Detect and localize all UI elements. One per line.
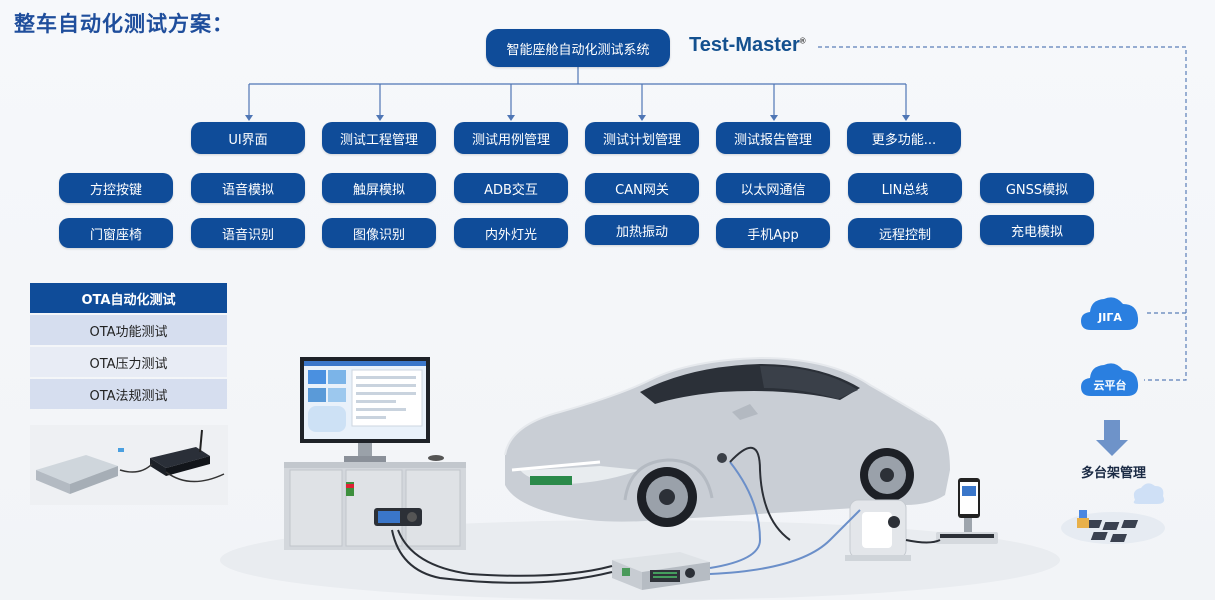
- category-plan-management: 测试计划管理: [585, 122, 699, 154]
- category-report-management: 测试报告管理: [716, 122, 830, 154]
- ota-device-photo: [30, 425, 228, 505]
- category-ui: UI界面: [191, 122, 305, 154]
- cloud-platform-label: 云平台: [1093, 379, 1127, 392]
- ota-item-function: OTA功能测试: [30, 315, 227, 345]
- test-cabinet: [284, 462, 466, 550]
- jira-label: JIГA: [1098, 311, 1122, 324]
- feature-doors-seats: 门窗座椅: [59, 218, 173, 248]
- ota-item-stress: OTA压力测试: [30, 347, 227, 377]
- feature-remote-control: 远程控制: [848, 218, 962, 248]
- gateway-device: [612, 552, 710, 590]
- test-master-logo: Test-Master®: [689, 34, 806, 56]
- feature-lights: 内外灯光: [454, 218, 568, 248]
- feature-voice-sim: 语音模拟: [191, 173, 305, 203]
- ota-header: OTA自动化测试: [30, 283, 227, 313]
- feature-voice-recognition: 语音识别: [191, 218, 305, 248]
- page-title: 整车自动化测试方案：: [14, 12, 234, 36]
- feature-heating-vibration: 加热振动: [585, 215, 699, 245]
- category-project-management: 测试工程管理: [322, 122, 436, 154]
- feature-touch-sim: 触屏模拟: [322, 173, 436, 203]
- category-more: 更多功能...: [847, 122, 961, 154]
- car: [504, 356, 950, 527]
- feature-ethernet: 以太网通信: [716, 173, 830, 203]
- ota-panel: OTA自动化测试 OTA功能测试 OTA压力测试 OTA法规测试: [30, 283, 227, 411]
- monitor: [300, 357, 444, 462]
- multi-rack-label: 多台架管理: [1081, 466, 1147, 481]
- feature-charging-sim: 充电模拟: [980, 215, 1094, 245]
- feature-image-recognition: 图像识别: [322, 218, 436, 248]
- feature-lin-bus: LIN总线: [848, 173, 962, 203]
- feature-adb: ADB交互: [454, 173, 568, 203]
- feature-gnss: GNSS模拟: [980, 173, 1094, 203]
- jira-cloud-icon: [1081, 297, 1139, 330]
- feature-can-gateway: CAN网关: [585, 173, 699, 203]
- phone-on-stand: [936, 478, 998, 544]
- category-case-management: 测试用例管理: [454, 122, 568, 154]
- cloud-platform-icon: [1081, 363, 1139, 396]
- charger-station: [845, 499, 911, 561]
- ota-item-regulation: OTA法规测试: [30, 379, 227, 409]
- feature-mobile-app: 手机App: [716, 218, 830, 248]
- feature-steering-buttons: 方控按键: [59, 173, 173, 203]
- root-system-node: 智能座舱自动化测试系统: [486, 29, 670, 67]
